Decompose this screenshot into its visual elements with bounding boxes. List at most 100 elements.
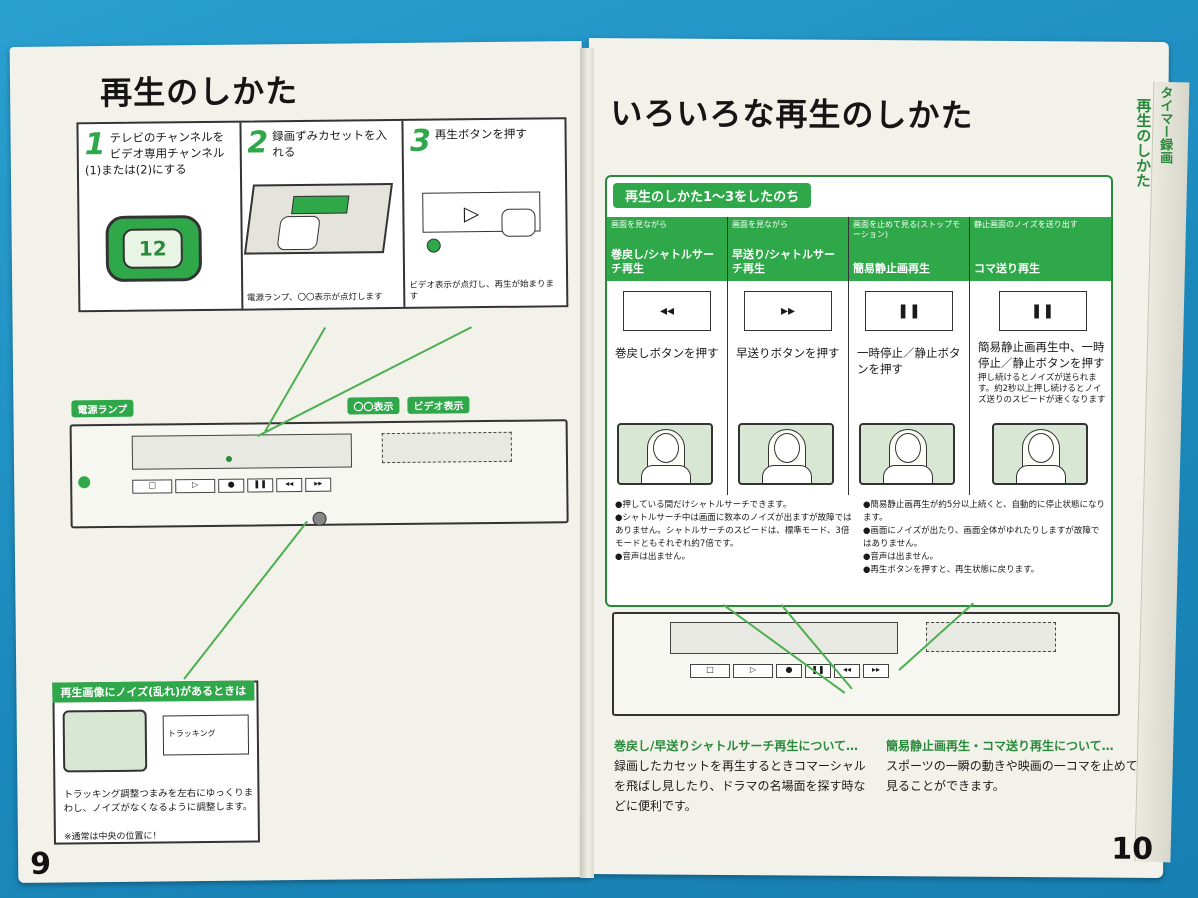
vcr-play-button: ▷ [733, 664, 773, 678]
mode-instruction: 早送りボタンを押す [736, 346, 840, 360]
right-page-title: いろいろな再生のしかた [610, 94, 974, 135]
vcr-power-lamp [78, 476, 91, 489]
play-button-illustration: ▷ [422, 191, 541, 237]
step-3: 3 再生ボタンを押す ▷ ビデオ表示が点灯し、再生が始まります [404, 119, 567, 307]
note-item: ●再生ボタンを押すと、再生状態に戻ります。 [863, 565, 1040, 575]
mode-column-header: 画面を止めて見る(ストップモーション) 簡易静止画再生 [849, 217, 969, 281]
mode-instruction: 簡易静止画再生中、一時停止／静止ボタンを押す [978, 340, 1105, 370]
shuttle-search-explanation-body: 録画したカセットを再生するときコマーシャルを飛ばし見したり、ドラマの名場面を探す… [614, 759, 866, 813]
cassette-icon [290, 195, 350, 215]
vcr-record-button: ● [218, 478, 245, 493]
vcr-front-panel-illustration-right: □ ▷ ● ❚❚ ◂◂ ▸▸ [612, 612, 1120, 716]
vcr-pause-button: ❚❚ [247, 478, 274, 493]
tv-screen-woman-illustration [617, 423, 713, 485]
vcr-indicator-display [926, 622, 1056, 652]
open-manual-booklet: 再生のしかた 1 テレビのチャンネルをビデオ専用チャンネル(1)または(2)にす… [8, 30, 1190, 883]
tracking-dial-illustration: トラッキング [162, 714, 250, 756]
left-page: 再生のしかた 1 テレビのチャンネルをビデオ専用チャンネル(1)または(2)にす… [9, 41, 591, 883]
steps-panel: 1 テレビのチャンネルをビデオ専用チャンネル(1)または(2)にする 12 2 … [76, 117, 569, 313]
noise-screen-illustration [62, 709, 148, 773]
connector-dot [226, 456, 232, 462]
playback-modes-box: 再生のしかた1〜3をしたのち 画面を見ながら 巻戻し/シャトルサーチ再生 ◂◂ … [605, 175, 1113, 607]
note-item: ●簡易静止画再生が約5分以上続くと、自動的に停止状態になります。 [863, 500, 1105, 523]
side-tab-timer: タイマー録画 [1157, 85, 1173, 165]
pause-button-icon: ❚❚ [865, 291, 953, 331]
noise-help-box: 再生画像にノイズ(乱れ)があるときは トラッキング トラッキング調整つまみを左右… [52, 680, 260, 845]
step-2: 2 録画ずみカセットを入れる 電源ランプ、〇〇表示が点灯します [241, 120, 406, 309]
side-tab-playback: 再生のしかた [1133, 97, 1153, 188]
step-3-number: 3 [409, 123, 432, 159]
vcr-front-panel-illustration: □ ▷ ● ❚❚ ◂◂ ▸▸ [69, 419, 569, 529]
noise-help-body: トラッキング調整つまみを左右にゆっくりまわし、ノイズがなくなるように調整します。 [63, 787, 254, 815]
shuttle-search-explanation: 巻戻し/早送りシャトルサーチ再生について… 録画したカセットを再生するときコマー… [614, 736, 876, 816]
cassette-insert-illustration [243, 183, 393, 255]
mode-title: 巻戻し/シャトルサーチ再生 [611, 248, 715, 275]
still-frame-explanation: 簡易静止画再生・コマ送り再生について… スポーツの一瞬の動きや映画の一コマを止め… [886, 736, 1146, 796]
power-button-icon [427, 238, 442, 253]
vcr-cassette-slot [670, 622, 898, 654]
note-item: ●音声は出ません。 [863, 552, 939, 562]
shuttle-search-explanation-head: 巻戻し/早送りシャトルサーチ再生について… [614, 739, 859, 753]
mode-column-header: 画面を見ながら 早送り/シャトルサーチ再生 [728, 217, 848, 281]
tv-screen-woman-illustration [992, 423, 1088, 485]
mode-instruction: 一時停止／静止ボタンを押す [857, 346, 961, 376]
mode-small-caption: 画面を見ながら [611, 220, 667, 229]
mode-instruction: 巻戻しボタンを押す [615, 346, 719, 360]
step-2-number: 2 [247, 125, 269, 161]
tv-remote-illustration: 12 [105, 215, 203, 283]
vcr-stop-button: □ [132, 479, 173, 494]
step-3-text: 再生ボタンを押す [434, 126, 527, 142]
vcr-indicator-display [381, 431, 513, 464]
still-frame-explanation-body: スポーツの一瞬の動きや映画の一コマを止めて見ることができます。 [886, 759, 1138, 793]
noise-help-title: 再生画像にノイズ(乱れ)があるときは [52, 680, 255, 703]
note-item: ●シャトルサーチ中は画面に数本のノイズが出ますが故障ではありません。シャトルサー… [615, 513, 852, 549]
hand-icon [501, 208, 536, 237]
mode-column-rewind: 画面を見ながら 巻戻し/シャトルサーチ再生 ◂◂ 巻戻しボタンを押す [607, 217, 728, 495]
vcr-ffwd-button: ▸▸ [305, 477, 332, 492]
step-2-note: 電源ランプ、〇〇表示が点灯します [246, 292, 383, 304]
mode-title: コマ送り再生 [974, 262, 1040, 275]
video-display-label: ビデオ表示 [407, 396, 470, 414]
mode-column-still: 画面を止めて見る(ストップモーション) 簡易静止画再生 ❚❚ 一時停止／静止ボタ… [849, 217, 970, 495]
left-page-title: 再生のしかた [99, 72, 299, 113]
step-1-number: 1 [84, 127, 106, 163]
mode-small-caption: 画面を見ながら [732, 220, 788, 229]
tv-screen-woman-illustration [738, 423, 834, 485]
mode-column-frame-advance: 静止画面のノイズを送り出す コマ送り再生 ❚❚ 簡易静止画再生中、一時停止／静止… [970, 217, 1111, 495]
play-icon: ▷ [463, 201, 480, 226]
vcr-cassette-slot [131, 433, 353, 470]
tracking-dial-label: トラッキング [167, 728, 216, 739]
vcr-stop-button: □ [690, 664, 730, 678]
step-1: 1 テレビのチャンネルをビデオ専用チャンネル(1)または(2)にする 12 [78, 122, 244, 311]
rewind-button-icon: ◂◂ [623, 291, 711, 331]
note-item: ●画面にノイズが出たり、画面全体がゆれたりしますが故障ではありません。 [863, 526, 1100, 549]
playback-box-header: 再生のしかた1〜3をしたのち [613, 183, 812, 208]
hand-icon [276, 215, 321, 251]
tv-remote-screen-icon: 12 [122, 228, 183, 269]
mode-subnote: 押し続けるとノイズが送られます。約2秒以上押し続けるとノイズ送りのスピードが速く… [978, 373, 1106, 405]
still-frame-explanation-head: 簡易静止画再生・コマ送り再生について… [886, 739, 1114, 753]
vcr-rewind-button: ◂◂ [276, 477, 303, 493]
step-1-text: テレビのチャンネルをビデオ専用チャンネル(1)または(2)にする [84, 129, 225, 178]
mode-title: 早送り/シャトルサーチ再生 [732, 248, 836, 275]
mode-small-caption: 静止画面のノイズを送り出す [974, 220, 1078, 229]
power-lamp-label: 電源ランプ [71, 399, 134, 418]
book-spine [580, 48, 594, 878]
mode-column-header: 画面を見ながら 巻戻し/シャトルサーチ再生 [607, 217, 727, 281]
vcr-record-button: ● [776, 664, 802, 678]
ffwd-button-icon: ▸▸ [744, 291, 832, 331]
right-page-number: 10 [1111, 831, 1154, 867]
noise-help-note: ※通常は中央の位置に！ [63, 831, 162, 843]
vcr-tracking-knob [312, 511, 327, 526]
left-page-number: 9 [30, 846, 52, 882]
note-item: ●押している間だけシャトルサーチできます。 [615, 500, 792, 510]
notes-still-frame: ●簡易静止画再生が約5分以上続くと、自動的に停止状態になります。 ●画面にノイズ… [863, 499, 1107, 577]
vcr-transport-buttons: □ ▷ ● ❚❚ ◂◂ ▸▸ [132, 477, 332, 494]
vcr-ffwd-button: ▸▸ [863, 664, 889, 678]
vcr-play-button: ▷ [175, 478, 216, 494]
cassette-display-label: 〇〇表示 [347, 396, 400, 415]
step-3-note: ビデオ表示が点灯し、再生が始まります [409, 279, 555, 302]
vcr-transport-buttons: □ ▷ ● ❚❚ ◂◂ ▸▸ [690, 664, 889, 678]
notes-shuttle-search: ●押している間だけシャトルサーチできます。 ●シャトルサーチ中は画面に数本のノイ… [615, 499, 855, 564]
mode-small-caption: 画面を止めて見る(ストップモーション) [853, 220, 961, 239]
